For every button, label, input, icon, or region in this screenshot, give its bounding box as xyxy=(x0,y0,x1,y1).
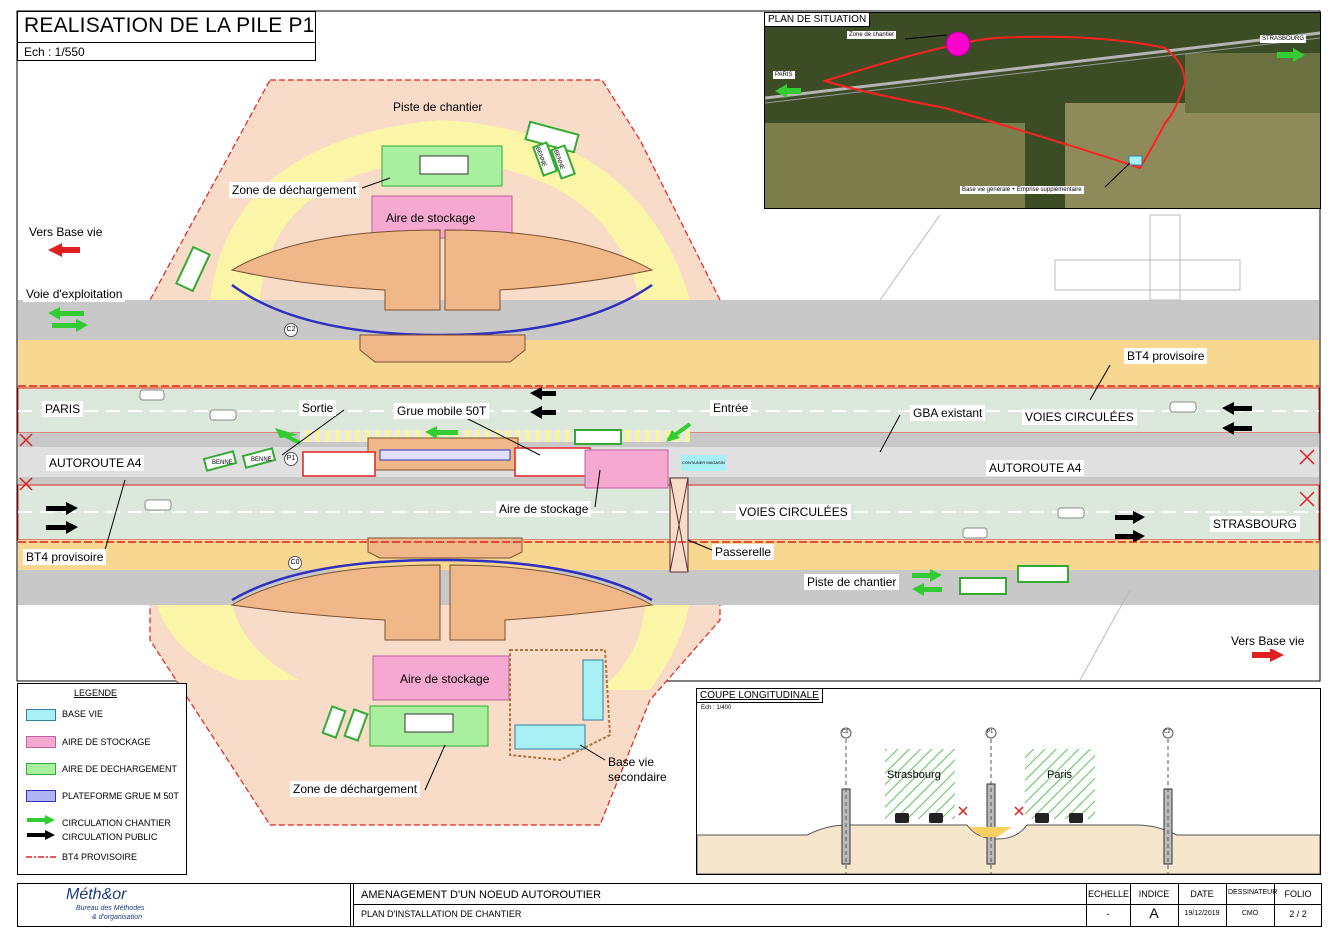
label-aire-stockage-top: Aire de stockage xyxy=(386,211,476,225)
label-base-vie-secondaire-1: Base vie xyxy=(608,755,655,769)
plan-title: PLAN D'INSTALLATION DE CHANTIER xyxy=(361,909,522,919)
indice-header: INDICE xyxy=(1138,889,1170,899)
coupe-p1-label: P1 xyxy=(987,729,994,735)
legend-label-circulation-chantier: CIRCULATION CHANTIER xyxy=(62,818,171,828)
project-title: AMENAGEMENT D'UN NOEUD AUTOROUTIER xyxy=(361,889,602,901)
situation-zone-label: Zone de chantier xyxy=(847,31,897,39)
motorway xyxy=(17,300,1320,605)
public-cars xyxy=(139,389,1197,539)
lower-abutment xyxy=(230,537,654,762)
label-benne-mid-2: BENNE xyxy=(251,457,272,463)
folio-header: FOLIO xyxy=(1284,889,1312,899)
legend-swatch-base-vie xyxy=(26,709,56,721)
label-aire-stockage-bottom: Aire de stockage xyxy=(400,672,490,686)
legend-label-aire-stockage: AIRE DE STOCKAGE xyxy=(62,737,151,747)
legend-bt4-line-icon xyxy=(26,856,56,858)
situation-map xyxy=(765,13,1320,208)
label-container-mid: CONTAINER MAGASIN xyxy=(681,455,726,471)
label-vers-base-vie-right: Vers Base vie xyxy=(1228,633,1308,649)
pile-marker-c0: C0 xyxy=(288,556,302,570)
legend-label-base-vie: BASE VIE xyxy=(62,709,104,719)
label-bt4-right: BT4 provisoire xyxy=(1124,348,1208,364)
echelle-value: - xyxy=(1106,909,1110,919)
coupe-strasbourg-label: Strasbourg xyxy=(887,769,941,781)
existing-ramp xyxy=(879,214,1241,681)
company-logo: Méth&or xyxy=(66,886,127,903)
coupe-c2-label: C2 xyxy=(1164,729,1171,735)
situation-title: PLAN DE SITUATION xyxy=(765,13,871,27)
circulation-arrows xyxy=(46,243,1284,662)
situation-plan: PLAN DE SITUATION Zone de chantier PARIS… xyxy=(764,12,1321,209)
label-piste-bottom: Piste de chantier xyxy=(804,574,900,590)
label-piste-top: Piste de chantier xyxy=(393,100,483,114)
date-header: DATE xyxy=(1190,889,1214,899)
coupe-title: COUPE LONGITUDINALE xyxy=(697,689,823,703)
legend-label-plateforme-grue: PLATEFORME GRUE M 50T xyxy=(62,791,179,801)
crane-platform xyxy=(302,437,689,573)
legend-label-aire-dechargement: AIRE DE DECHARGEMENT xyxy=(62,764,178,774)
indice-value: A xyxy=(1149,905,1159,921)
coupe-drawing xyxy=(697,727,1320,874)
company-subtitle-1: Bureau des Méthodes xyxy=(76,905,145,912)
legend-swatch-aire-dechargement xyxy=(26,763,56,775)
bt4-lines xyxy=(18,385,1319,543)
drawing-title: REALISATION DE LA PILE P1 xyxy=(24,14,315,37)
label-gba-existant: GBA existant xyxy=(910,405,986,421)
pile-marker-p1: P1 xyxy=(284,452,298,466)
label-autoroute-left: AUTOROUTE A4 xyxy=(46,455,145,471)
folio-value: 2 / 2 xyxy=(1289,909,1307,919)
coupe-c0-label: C0 xyxy=(842,729,849,735)
situation-strasbourg-label: STRASBOURG xyxy=(1260,35,1307,43)
legend-green-arrow-icon xyxy=(27,815,55,825)
coupe-scale: Ech : 1/400 xyxy=(701,705,732,711)
upper-abutment xyxy=(230,145,654,363)
label-entree: Entrée xyxy=(710,400,752,416)
situation-base-vie-label: Base vie générale + Emprise supplémentai… xyxy=(960,186,1084,194)
coupe-longitudinale: COUPE LONGITUDINALE Ech : 1/400 Strasbou… xyxy=(696,688,1321,875)
label-vers-base-vie-left: Vers Base vie xyxy=(26,224,106,240)
label-base-vie-secondaire-2: secondaire xyxy=(608,770,667,784)
legend-black-arrow-icon xyxy=(27,830,55,840)
drawing-title-block: REALISATION DE LA PILE P1 Ech : 1/550 xyxy=(17,11,316,61)
date-value: 19/12/2019 xyxy=(1184,910,1220,917)
drawing-scale: Ech : 1/550 xyxy=(24,45,85,59)
label-autoroute-right: AUTOROUTE A4 xyxy=(986,460,1085,476)
label-passerelle: Passerelle xyxy=(712,544,775,560)
site-vehicles xyxy=(175,120,1069,742)
label-grue-mobile: Grue mobile 50T xyxy=(394,403,490,419)
label-sortie: Sortie xyxy=(299,400,337,416)
leader-lines xyxy=(104,177,1111,791)
pile-marker-c2: C2 xyxy=(284,323,298,337)
legend: LEGENDE BASE VIE AIRE DE STOCKAGE AIRE D… xyxy=(17,683,187,875)
title-block: Méth&or Bureau des Méthodes & d'organisa… xyxy=(17,883,1322,927)
dessinateur-value: CMO xyxy=(1241,910,1259,917)
coupe-paris-label: Paris xyxy=(1047,769,1073,781)
label-voies-circulees-bottom: VOIES CIRCULÉES xyxy=(736,504,851,520)
label-strasbourg-road: STRASBOURG xyxy=(1210,516,1301,532)
dessinateur-header: DESSINATEUR xyxy=(1228,889,1278,896)
legend-title: LEGENDE xyxy=(74,688,118,698)
legend-swatch-plateforme-grue xyxy=(26,790,56,802)
label-benne-mid-1: BENNE xyxy=(212,460,233,466)
company-subtitle-2: & d'organisation xyxy=(92,914,142,921)
label-voies-circulees-top: VOIES CIRCULÉES xyxy=(1022,409,1137,425)
legend-label-circulation-public: CIRCULATION PUBLIC xyxy=(62,832,158,842)
situation-paris-label: PARIS xyxy=(773,71,795,79)
label-paris-road: PARIS xyxy=(42,401,84,417)
label-zone-dechargement-bottom: Zone de déchargement xyxy=(290,781,421,797)
legend-label-bt4: BT4 PROVISOIRE xyxy=(62,852,138,862)
label-voie-exploitation: Voie d'exploitation xyxy=(23,286,126,302)
legend-swatch-aire-stockage xyxy=(26,736,56,748)
label-aire-stockage-mid: Aire de stockage xyxy=(496,501,592,517)
echelle-header: ECHELLE xyxy=(1088,889,1130,899)
label-bt4-left: BT4 provisoire xyxy=(23,549,107,565)
label-zone-dechargement-top: Zone de déchargement xyxy=(229,182,360,198)
